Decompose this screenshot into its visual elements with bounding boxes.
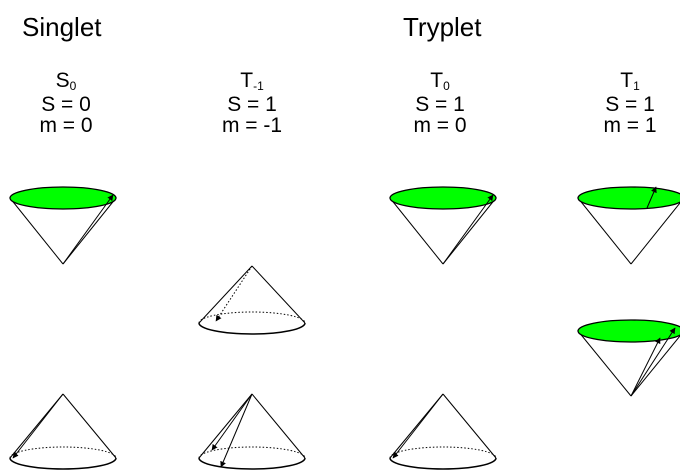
spin-quantum-number: S = 1 [227, 93, 277, 116]
magnetic-quantum-number: m = -1 [221, 114, 283, 137]
magnetic-quantum-number: m = 0 [39, 114, 93, 137]
spin-vector-arrow [442, 194, 494, 265]
state-label-s0: S0 S = 0 m = 0 [6, 70, 126, 136]
spin-vector-arrow [630, 337, 661, 397]
magnetic-quantum-number: m = 0 [413, 114, 467, 137]
spin-vector-arrow [211, 393, 253, 451]
spin-vector-arrow [12, 393, 64, 459]
spin-quantum-number: S = 1 [415, 93, 465, 116]
spin-quantum-number: S = 1 [605, 93, 655, 116]
s0-spin-down-cone [9, 393, 117, 470]
s0-spin-up-cone [9, 186, 117, 265]
spin-quantum-number: S = 0 [41, 93, 91, 116]
state-symbol: T-1 [240, 69, 264, 93]
t-minus-1-spin-down-cone-lower [198, 393, 306, 470]
t1-spin-up-cone-upper [577, 186, 680, 265]
t0-spin-up-cone [389, 186, 497, 265]
state-symbol: S0 [55, 69, 77, 93]
t0-spin-down-cone [389, 393, 497, 470]
spin-vector-arrow [392, 393, 444, 459]
state-label-t1: T1 S = 1 m = 1 [570, 70, 680, 136]
state-label-t-minus-1: T-1 S = 1 m = -1 [192, 70, 312, 136]
spin-vector-arrow [646, 186, 657, 209]
spin-vector-arrow [220, 393, 253, 468]
t-minus-1-spin-down-cone-upper [198, 265, 306, 335]
spin-vector-arrow [215, 265, 253, 322]
state-symbol: T1 [620, 69, 640, 93]
magnetic-quantum-number: m = 1 [603, 114, 657, 137]
spin-vector-arrow [630, 327, 676, 397]
singlet-heading: Singlet [22, 12, 102, 42]
triplet-heading: Tryplet [403, 12, 482, 42]
t1-spin-up-cone-lower [577, 319, 680, 397]
spin-vector-arrow [62, 194, 114, 265]
state-label-t0: T0 S = 1 m = 0 [380, 70, 500, 136]
state-symbol: T0 [430, 69, 450, 93]
